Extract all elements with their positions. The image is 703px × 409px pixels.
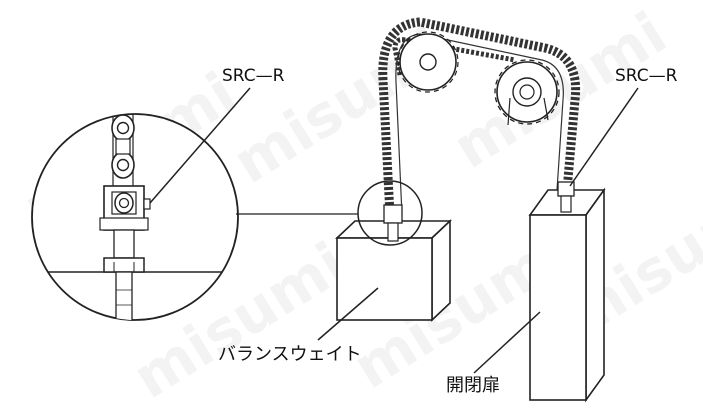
detail-zoom-view — [31, 113, 239, 321]
src-r-label-right: SRC—R — [615, 66, 678, 86]
src-r-connector-door — [557, 181, 575, 213]
src-r-label-left: SRC—R — [222, 66, 285, 86]
door-panel — [528, 187, 606, 403]
detail-threaded-rod — [103, 229, 145, 320]
leader-line-balance — [317, 287, 379, 341]
leader-line-src-left — [149, 87, 251, 204]
drive-sprocket — [397, 31, 459, 93]
idler-sprocket — [494, 59, 560, 126]
detail-chain-links — [111, 114, 135, 179]
balance-weight-label: バランスウェイト — [218, 344, 362, 365]
src-r-connector-weight — [383, 204, 403, 242]
detail-src-r-connector — [99, 185, 151, 231]
door-label: 開閉扉 — [446, 375, 500, 396]
leader-line-door — [473, 311, 541, 374]
balance-weight-box — [334, 219, 453, 322]
detail-highlight-circle — [357, 180, 423, 246]
roller-chain — [378, 17, 581, 216]
leader-line-src-right — [569, 87, 639, 187]
